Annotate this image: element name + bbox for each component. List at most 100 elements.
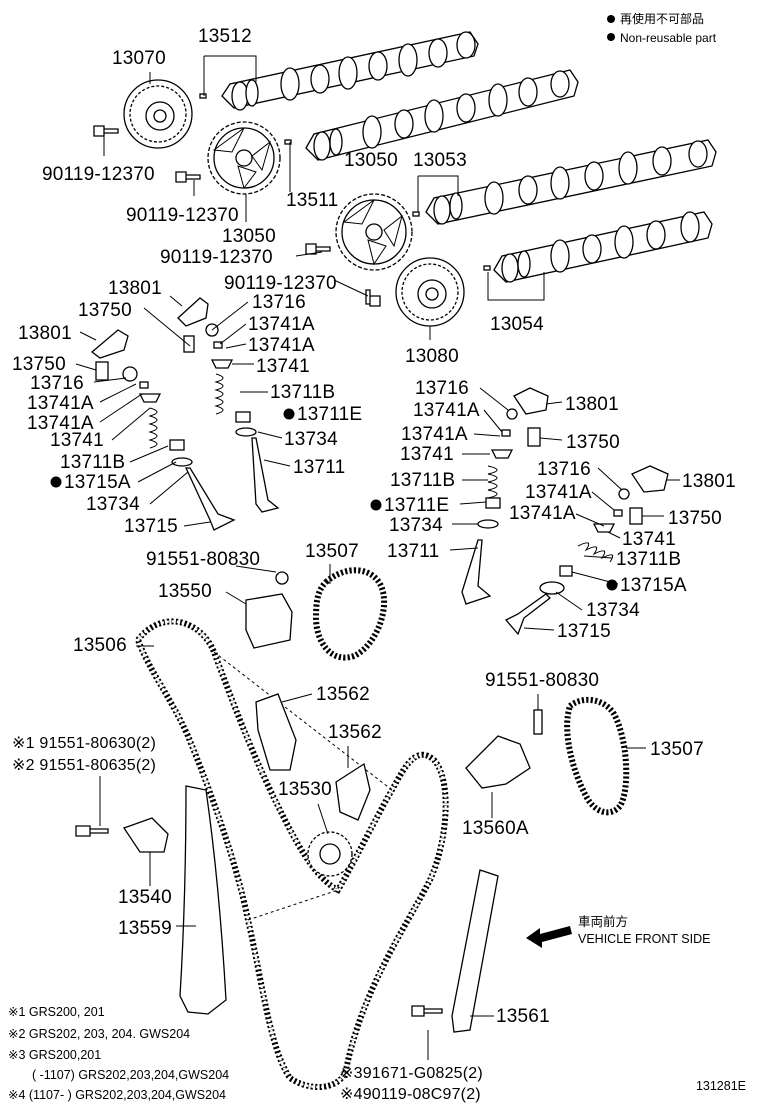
part-label-p13716d: 13716: [537, 459, 591, 480]
note-n3: ※3 GRS200,201: [8, 1048, 101, 1062]
part-label-p13750d: 13750: [668, 508, 722, 529]
part-label-p13734c: 13734: [389, 515, 443, 536]
crank-sprocket-13530: [307, 831, 353, 877]
note-n2: ※2 GRS202, 203, 204. GWS204: [8, 1027, 190, 1041]
leader-lines: [75, 55, 680, 1060]
front-label-en: VEHICLE FRONT SIDE: [578, 932, 710, 946]
part-label-p13562b: 13562: [328, 722, 382, 743]
legend-jp: 再使用不可部品: [620, 11, 704, 26]
vvt-gear-13080: [395, 257, 465, 327]
note-n4: ※4 (1107- ) GRS202,203,204,GWS204: [8, 1088, 226, 1102]
part-label-p90119c: 90119-12370: [160, 247, 273, 268]
part-label-p13711Eb: 13711E: [384, 495, 449, 516]
part-label-p13734a: 13734: [284, 429, 338, 450]
part-label-p13507a: 13507: [305, 541, 359, 562]
applicability-notes: ※1 GRS200, 201※2 GRS202, 203, 204. GWS20…: [8, 1005, 229, 1102]
part-label-p13711Bc: 13711B: [390, 470, 455, 491]
nonreusable-marker-icon: [283, 408, 295, 420]
chain-tensioner-13560A: [465, 709, 543, 789]
part-label-p90119d: 90119-12370: [224, 273, 337, 294]
part-label-p13741d: 13741: [622, 529, 676, 550]
part-label-p13741Af: 13741A: [401, 424, 468, 445]
bolt-callout-labels: ※1 91551-80630(2) ※2 91551-80635(2) ※39167…: [12, 735, 483, 1103]
camshaft-lower-left: [425, 139, 717, 225]
part-label-p13711Bb: 13711B: [60, 452, 125, 473]
part-label-p13801b: 13801: [18, 323, 72, 344]
part-label-p13050a: 13050: [344, 150, 398, 171]
chain-tensioner-13550: [245, 571, 293, 649]
part-label-p13715a: 13715: [124, 516, 178, 537]
part-label-p13530: 13530: [278, 779, 332, 800]
part-label-p13741Ag: 13741A: [525, 482, 592, 503]
left-valvetrain: [90, 297, 280, 531]
part-label-p13054: 13054: [490, 314, 544, 335]
part-label-p13716c: 13716: [415, 378, 469, 399]
part-label-p13512: 13512: [198, 26, 252, 47]
chain-damper-13562-a: [255, 693, 297, 771]
right-valvetrain: [504, 465, 669, 636]
part-label-p13741c: 13741: [400, 444, 454, 465]
bolt-callout-c1: ※1 91551-80630(2): [12, 735, 156, 752]
nonreusable-marker-icon: [607, 15, 615, 23]
part-label-p13715Aa: 13715A: [64, 472, 131, 493]
part-label-p90119a: 90119-12370: [42, 164, 155, 185]
bolt-callout-c3: ※391671-G0825(2): [340, 1065, 483, 1082]
chain-guide-13561: [411, 869, 499, 1033]
part-label-p13741Ac: 13741A: [27, 393, 94, 414]
part-label-p13715Ab: 13715A: [620, 575, 687, 596]
nonreusable-marker-icon: [606, 579, 618, 591]
camshaft-lower-right: [493, 211, 713, 283]
part-label-p91551b: 91551-80830: [485, 670, 599, 691]
bolt-callout-c4: ※490119-08C97(2): [340, 1086, 481, 1103]
part-label-p13507b: 13507: [650, 739, 704, 760]
small-chain-13507-upper: [312, 567, 388, 661]
vehicle-front-indicator: 車両前方 VEHICLE FRONT SIDE: [526, 914, 710, 948]
part-label-p13741b: 13741: [50, 430, 104, 451]
part-label-p13506: 13506: [73, 635, 127, 656]
sprocket-13050-left: [207, 121, 281, 195]
part-label-p13741Ah: 13741A: [509, 503, 576, 524]
legend-en: Non-reusable part: [620, 31, 717, 45]
part-label-p13716a: 13716: [252, 292, 306, 313]
part-label-p13801d: 13801: [682, 471, 736, 492]
front-label-jp: 車両前方: [578, 914, 628, 929]
part-label-p13050b: 13050: [222, 226, 276, 247]
legend: 再使用不可部品 Non-reusable part: [607, 11, 717, 45]
nonreusable-marker-icon: [607, 33, 615, 41]
part-label-p13734d: 13734: [586, 600, 640, 621]
part-label-p13801c: 13801: [565, 394, 619, 415]
part-label-p13511: 13511: [286, 190, 338, 211]
part-label-p13562a: 13562: [316, 684, 370, 705]
sprocket-13050-right: [335, 193, 413, 271]
nonreusable-marker-icon: [370, 499, 382, 511]
part-label-p13711a: 13711: [293, 457, 345, 478]
part-label-p13550: 13550: [158, 581, 212, 602]
small-chain-13507-lower: [564, 696, 630, 816]
bolt-callout-c2: ※2 91551-80635(2): [12, 757, 156, 774]
part-label-p13711b: 13711: [387, 541, 439, 562]
part-label-p90119b: 90119-12370: [126, 205, 239, 226]
part-label-p13711Ba: 13711B: [270, 382, 335, 403]
part-label-p13716b: 13716: [30, 373, 84, 394]
part-label-p13741a: 13741: [256, 356, 310, 377]
part-label-p13715b: 13715: [557, 621, 611, 642]
camshaft-pins: [199, 93, 491, 271]
timing-chain-13506: [134, 618, 449, 1091]
part-label-p13750b: 13750: [12, 354, 66, 375]
vvt-gear-13070: [123, 79, 193, 149]
centre-valvetrain: [461, 387, 549, 605]
part-label-p13540: 13540: [118, 887, 172, 908]
part-label-p13741Ab: 13741A: [248, 335, 315, 356]
part-label-p13741Aa: 13741A: [248, 314, 315, 335]
tensioner-guide-13559: [179, 785, 227, 1015]
front-arrow-icon: [526, 926, 572, 948]
part-label-p13750c: 13750: [566, 432, 620, 453]
part-label-p13560A: 13560A: [462, 818, 529, 839]
part-label-p13070: 13070: [112, 48, 166, 69]
part-label-p13750a: 13750: [78, 300, 132, 321]
chain-damper-13562-b: [335, 762, 371, 821]
part-label-p13080: 13080: [405, 346, 459, 367]
part-label-p13559: 13559: [118, 918, 172, 939]
